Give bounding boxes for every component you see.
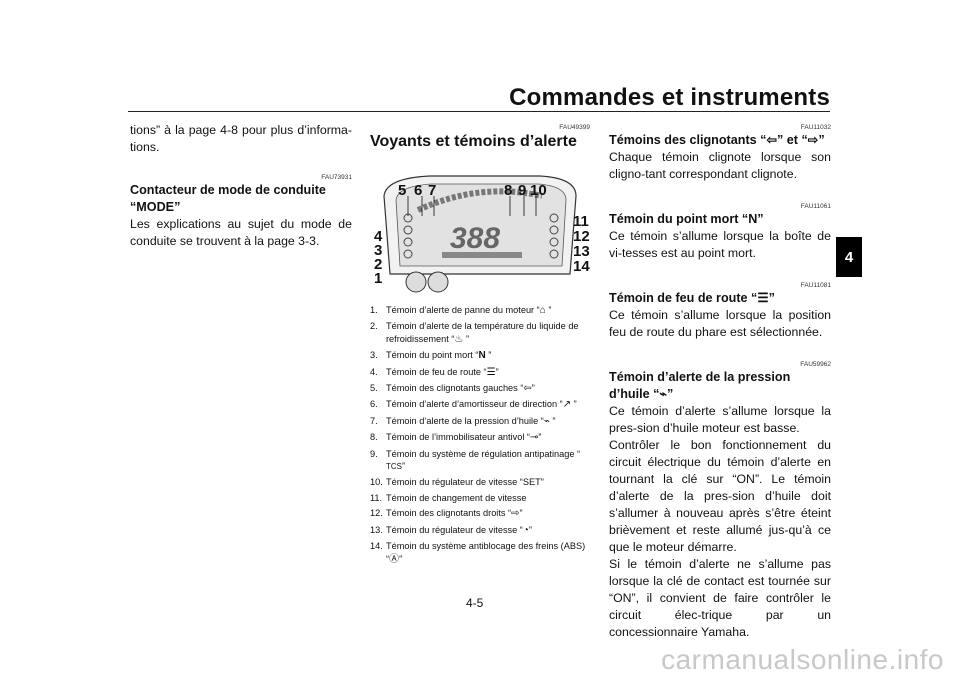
oil-pressure-body-2: Contrôler le bon fonctionnement du circu… xyxy=(609,438,831,554)
instrument-panel-illustration: 388 xyxy=(383,175,577,293)
turn-signal-heading: Témoins des clignotants “⇦” et “⇨” xyxy=(609,133,825,147)
steering-damper-icon: ↗ xyxy=(562,399,572,411)
legend-item-7: 7.Témoin d’alerte de la pression d’huile… xyxy=(370,415,556,427)
reference-code: FAU11032 xyxy=(800,124,831,131)
reference-code: FAU49399 xyxy=(559,124,590,131)
legend-item-2: 2.Témoin d’alerte de la température du l… xyxy=(370,321,579,345)
traction-control-icon: TCS xyxy=(386,462,402,472)
header-rule xyxy=(128,111,830,112)
section-heading-indicators: Voyants et témoins d’alerte xyxy=(370,133,577,150)
immobilizer-key-icon: ⊸ xyxy=(530,432,539,444)
column-2: FAU49399 Voyants et témoins d’alerte 388 xyxy=(370,122,590,569)
neutral-icon: N xyxy=(478,350,486,362)
figure-legend: 1.Témoin d’alerte de panne du moteur “⌂ … xyxy=(370,304,590,566)
engine-icon: ⌂ xyxy=(539,305,546,316)
right-turn-signal-icon: ⇨ xyxy=(511,508,520,520)
oil-pressure-icon: ⌁ xyxy=(543,415,550,427)
reference-code: FAU73931 xyxy=(321,174,352,181)
callout-11: 11 xyxy=(573,213,589,230)
callout-4: 4 xyxy=(374,228,383,245)
section-heading-mode: Contacteur de mode de conduite xyxy=(130,183,326,197)
legend-item-12: 12.Témoin des clignotants droits “⇨” xyxy=(370,508,523,520)
oil-pressure-body-1: Ce témoin d’alerte s’allume lorsque la p… xyxy=(609,404,831,435)
callout-14: 14 xyxy=(573,258,590,275)
neutral-body: Ce témoin s’allume lorsque la boîte de v… xyxy=(609,229,831,260)
neutral-heading: Témoin du point mort “N” xyxy=(609,212,764,226)
section-heading-mode-2: “MODE” xyxy=(130,200,181,214)
callout-6: 6 xyxy=(414,182,423,199)
legend-item-9: 9.Témoin du système de régulation antipa… xyxy=(370,448,590,474)
chapter-tab: 4 xyxy=(836,237,862,277)
callout-13: 13 xyxy=(573,243,590,260)
legend-item-6: 6.Témoin d’alerte d’amortisseur de direc… xyxy=(370,399,577,411)
high-beam-heading: Témoin de feu de route “☰” xyxy=(609,291,775,305)
legend-item-3: 3.Témoin du point mort “N ” xyxy=(370,350,492,362)
legend-item-10: 10.Témoin du régulateur de vitesse “SET” xyxy=(370,477,544,488)
coolant-temperature-icon: ♨ xyxy=(454,333,464,345)
legend-item-1: 1.Témoin d’alerte de panne du moteur “⌂ … xyxy=(370,305,552,316)
oil-pressure-body-3: Si le témoin d’alerte ne s’allume pas lo… xyxy=(609,557,831,639)
page-number: 4-5 xyxy=(466,596,484,610)
high-beam-icon: ☰ xyxy=(486,366,496,378)
abs-icon: Ⓐ xyxy=(389,553,400,565)
instrument-panel-figure: 388 5 6 7 8 9 10 11 12 13 14 4 xyxy=(370,156,590,296)
legend-item-4: 4.Témoin de feu de route “☰” xyxy=(370,366,499,378)
legend-item-13: 13.Témoin du régulateur de vitesse “◔” xyxy=(370,524,532,536)
column-1: tions” à la page 4-8 pour plus d’informa… xyxy=(130,122,352,250)
page-header-title: Commandes et instruments xyxy=(509,84,830,111)
callout-12: 12 xyxy=(573,228,590,245)
legend-item-8: 8.Témoin de l’immobilisateur antivol “⊸” xyxy=(370,432,542,444)
reference-code: FAU59962 xyxy=(800,361,831,368)
legend-item-11: 11.Témoin de changement de vitesse xyxy=(370,492,527,503)
continued-text: tions” à la page 4-8 pour plus d’informa… xyxy=(130,123,352,154)
reference-code: FAU11061 xyxy=(800,203,831,210)
high-beam-body: Ce témoin s’allume lorsque la position f… xyxy=(609,308,831,339)
column-3: FAU11032 Témoins des clignotants “⇦” et … xyxy=(609,122,831,641)
callout-10: 10 xyxy=(530,182,547,199)
callout-9: 9 xyxy=(518,182,527,199)
callout-2: 2 xyxy=(374,256,383,273)
callout-5: 5 xyxy=(398,182,407,199)
legend-item-5: 5.Témoin des clignotants gauches “⇦” xyxy=(370,383,535,395)
turn-signal-body: Chaque témoin clignote lorsque son clign… xyxy=(609,150,831,181)
left-turn-signal-icon: ⇦ xyxy=(523,383,532,395)
mode-body-text: Les explications au sujet du mode de con… xyxy=(130,217,352,248)
callout-7: 7 xyxy=(428,182,437,199)
callout-8: 8 xyxy=(504,182,513,199)
svg-text:388: 388 xyxy=(450,222,500,255)
oil-pressure-heading: Témoin d’alerte de la pression d’huile “… xyxy=(609,370,791,401)
reference-code: FAU11081 xyxy=(800,282,831,289)
callout-1: 1 xyxy=(374,270,383,287)
watermark: carmanualsonline.info xyxy=(661,644,944,675)
cruise-control-icon: ◔ xyxy=(522,524,529,536)
callout-3: 3 xyxy=(374,242,383,259)
legend-item-14: 14.Témoin du système antiblocage des fre… xyxy=(370,541,586,565)
